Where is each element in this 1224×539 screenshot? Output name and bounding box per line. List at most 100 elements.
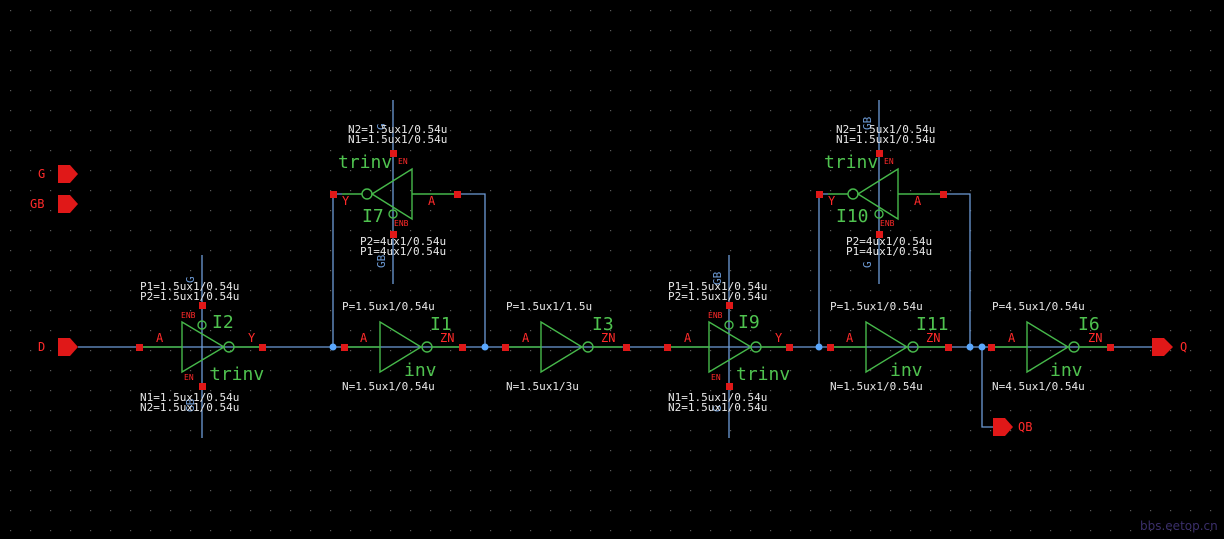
enable-bubble-icon [197, 320, 207, 330]
svg-text:ENB: ENB [394, 219, 409, 228]
svg-text:GB: GB [375, 254, 388, 268]
svg-text:ENB: ENB [708, 311, 723, 320]
pin-label: A [156, 331, 164, 345]
instance-i7[interactable]: A Y EN ENB trinv I7 G GB N2=1.5ux1/0.54u… [330, 123, 461, 268]
pin-label: A [914, 194, 922, 208]
port-label-q: Q [1180, 340, 1187, 354]
qb-wire[interactable] [981, 347, 993, 428]
feedback-wire-i10-right[interactable] [946, 193, 971, 347]
svg-text:G: G [861, 261, 874, 268]
feedback-wire-i7-right[interactable] [460, 193, 486, 347]
junction-dot [329, 343, 337, 351]
pin-zn-i3 [623, 344, 630, 351]
cell-name: inv [890, 360, 923, 381]
instance-i1[interactable]: A ZN I1 inv P=1.5ux1/0.54u N=1.5ux1/0.54… [341, 300, 466, 393]
svg-text:P2=1.5ux1/0.54u: P2=1.5ux1/0.54u [140, 290, 239, 303]
input-port-icon [58, 165, 78, 183]
inverter-triangle-icon [1026, 320, 1070, 374]
junction-dot [481, 343, 489, 351]
port-qb[interactable]: QB [993, 418, 1032, 436]
pin-label: A [360, 331, 368, 345]
port-label-d: D [38, 340, 45, 354]
buffer-triangle-icon [856, 167, 899, 221]
connection-dots [329, 343, 986, 351]
input-port-icon [58, 338, 78, 356]
svg-text:P1=1.5ux1/0.54u: P1=1.5ux1/0.54u [668, 280, 767, 293]
input-port-icon [58, 195, 78, 213]
svg-text:G: G [711, 405, 724, 412]
cell-name: inv [1050, 360, 1083, 381]
pin-a-i9 [664, 344, 671, 351]
inverter-triangle-icon [379, 320, 423, 374]
port-gb[interactable]: GB [30, 195, 78, 213]
pin-label: ZN [601, 331, 615, 345]
svg-text:N=4.5ux1/0.54u: N=4.5ux1/0.54u [992, 380, 1085, 393]
pin-enb-i10 [876, 231, 883, 238]
pin-en-i7 [390, 150, 397, 157]
cell-name: inv [404, 360, 437, 381]
instance-name: I11 [916, 314, 949, 335]
pin-zn-i11 [945, 344, 952, 351]
port-q[interactable]: Q [1152, 338, 1187, 356]
instance-i9[interactable]: A Y ENB EN I9 trinv GB G P1=1.5ux1/0.54u… [664, 271, 793, 414]
svg-text:ENB: ENB [181, 311, 196, 320]
pin-y-i2 [259, 344, 266, 351]
instance-name: I9 [738, 312, 760, 333]
port-label-gb: GB [30, 197, 44, 211]
svg-text:N1=1.5ux1/0.54u: N1=1.5ux1/0.54u [348, 133, 447, 146]
enable-bubble-icon [724, 320, 734, 330]
svg-text:GB: GB [861, 116, 874, 130]
feedback-wire-i7-left[interactable] [332, 193, 342, 347]
svg-text:G: G [184, 276, 197, 283]
pin-zn-i1 [459, 344, 466, 351]
svg-text:N=1.5ux1/0.54u: N=1.5ux1/0.54u [830, 380, 923, 393]
instance-name: I2 [212, 312, 234, 333]
svg-text:ENB: ENB [880, 219, 895, 228]
pin-a-i2 [136, 344, 143, 351]
output-port-icon [1152, 338, 1173, 356]
svg-text:N2=1.5ux1/0.54u: N2=1.5ux1/0.54u [140, 401, 239, 414]
svg-text:P=1.5ux1/1.5u: P=1.5ux1/1.5u [506, 300, 592, 313]
junction-dot [978, 343, 986, 351]
svg-text:P=1.5ux1/0.54u: P=1.5ux1/0.54u [342, 300, 435, 313]
pin-a-i3 [502, 344, 509, 351]
svg-text:N1=1.5ux1/0.54u: N1=1.5ux1/0.54u [140, 391, 239, 404]
cell-name: trinv [210, 364, 264, 385]
instance-i10[interactable]: A Y EN ENB trinv I10 GB G N2=1.5ux1/0.54… [816, 116, 947, 268]
pin-label: ZN [440, 331, 454, 345]
svg-text:G: G [375, 123, 388, 130]
pin-label: Y [828, 194, 836, 208]
pin-a-i1 [341, 344, 348, 351]
junction-dot [966, 343, 974, 351]
svg-text:EN: EN [184, 373, 194, 382]
buffer-triangle-icon [370, 167, 413, 221]
pin-label: ZN [1088, 331, 1102, 345]
feedback-wire-i10-left[interactable] [818, 193, 828, 347]
instance-name: I10 [836, 206, 869, 227]
pin-en-i10 [876, 150, 883, 157]
enable-bubble-icon [388, 209, 398, 219]
pin-y-i10 [816, 191, 823, 198]
pin-enb-i2 [199, 302, 206, 309]
svg-text:N2=1.5ux1/0.54u: N2=1.5ux1/0.54u [668, 401, 767, 414]
instance-i11[interactable]: A ZN I11 inv P=1.5ux1/0.54u N=1.5ux1/0.5… [827, 300, 952, 393]
pin-label: Y [775, 331, 783, 345]
pin-enb-i7 [390, 231, 397, 238]
instance-name: I7 [362, 206, 384, 227]
instance-i6[interactable]: A ZN I6 inv P=4.5ux1/0.54u N=4.5ux1/0.54… [988, 300, 1114, 393]
grid-dots [10, 10, 1212, 532]
svg-text:N2=1.5ux1/0.54u: N2=1.5ux1/0.54u [836, 123, 935, 136]
svg-text:EN: EN [398, 157, 408, 166]
pin-label: Y [248, 331, 256, 345]
pin-label: A [522, 331, 530, 345]
pin-a-i6 [988, 344, 995, 351]
pin-a-i11 [827, 344, 834, 351]
instance-i2[interactable]: A Y ENB EN I2 trinv G GB P1=1.5ux1/0.54u… [136, 276, 266, 414]
instance-i3[interactable]: A ZN I3 P=1.5ux1/1.5u N=1.5ux1/3u [502, 300, 630, 393]
port-g[interactable]: G [38, 165, 78, 183]
svg-text:P2=4ux1/0.54u: P2=4ux1/0.54u [360, 235, 446, 248]
svg-text:N=1.5ux1/0.54u: N=1.5ux1/0.54u [342, 380, 435, 393]
port-d[interactable]: D [38, 338, 78, 356]
buffer-triangle-icon [181, 320, 226, 374]
